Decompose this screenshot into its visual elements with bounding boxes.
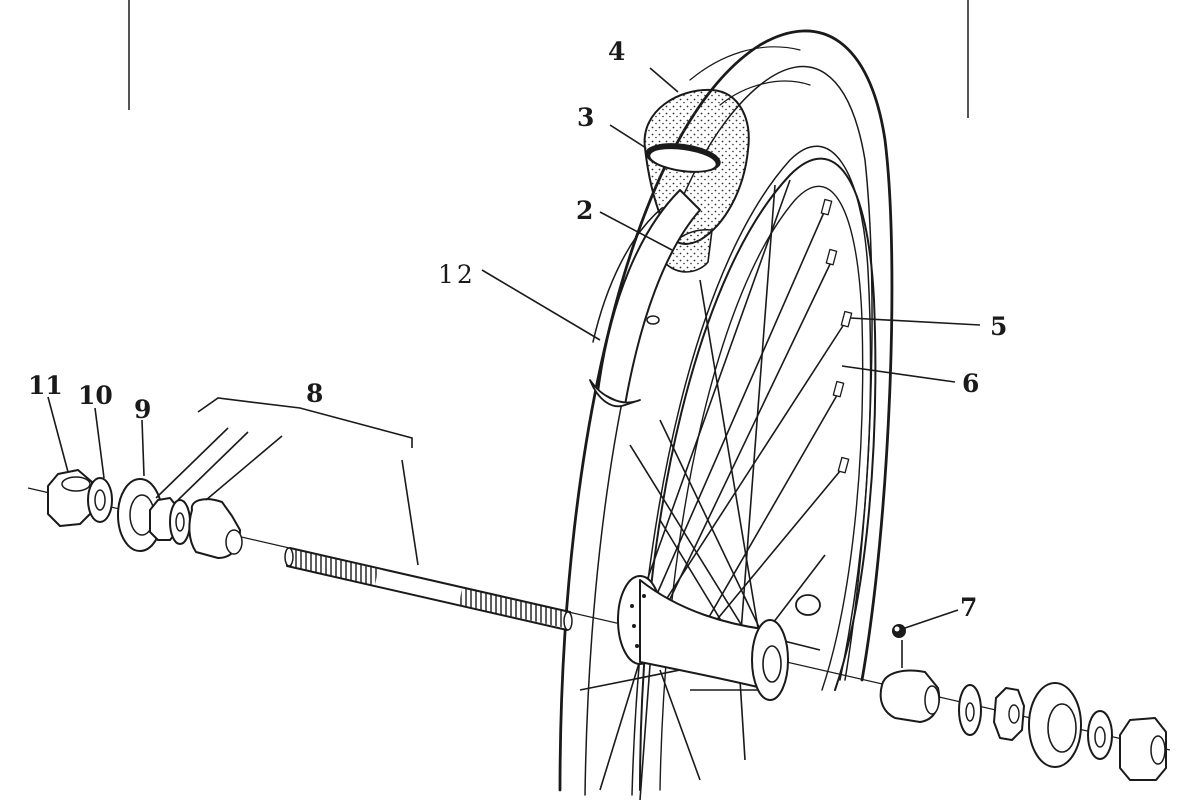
callout-3: 3 [577,103,594,132]
cone-right [879,669,940,723]
rim [639,157,877,791]
callout-5: 5 [990,312,1007,341]
callout-12: 12 [438,260,476,289]
right-axle-parts [879,624,1167,781]
washer-left [87,477,113,523]
ball-bearing [892,624,906,638]
callout-8: 8 [306,379,323,408]
axle-nut-right [1119,717,1167,781]
tire [558,29,894,796]
callout-4: 4 [608,37,625,66]
axle [284,547,573,631]
washer-right-2 [1087,710,1113,760]
leader-lines [47,67,981,668]
spoke-nipples [820,198,853,474]
washer-right [958,684,982,736]
hub [617,575,789,701]
valve-stem [795,594,821,616]
callout-9: 9 [134,395,151,424]
callout-7: 7 [960,593,977,622]
spokes [579,179,849,801]
washer-left-2 [169,499,191,545]
axle-nut-left [47,469,93,527]
cone-washer-right [1028,682,1082,768]
lock-nut-right [993,687,1025,741]
callout-10: 10 [78,381,113,410]
callout-6: 6 [962,369,979,398]
left-axle-parts [47,469,243,559]
cone-left [188,498,243,559]
callout-2: 2 [576,196,593,225]
callout-labels: 2 3 4 5 6 7 8 9 10 11 12 [28,37,1007,622]
callout-11: 11 [28,371,63,400]
mudguard [589,189,701,408]
